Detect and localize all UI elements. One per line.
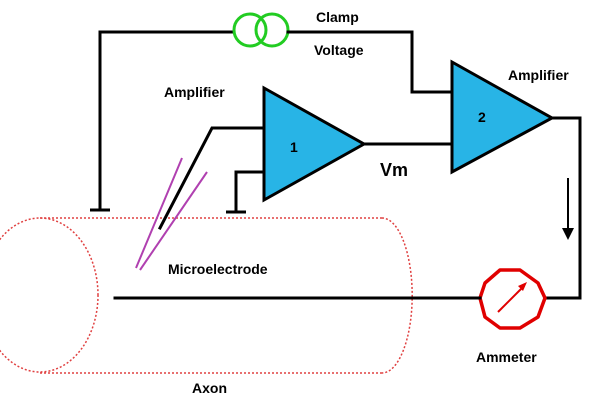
amp1-number: 1 [290,139,298,155]
voltage-label: Voltage [314,42,364,58]
ammeter-icon [478,268,547,330]
amplifier-2-label: Amplifier [508,67,569,83]
microelectrode-label: Microelectrode [168,261,268,277]
amplifier-2 [450,59,556,175]
axon-label: Axon [192,380,227,396]
down-arrow-icon [562,178,574,240]
amp1-ground-wire [234,170,266,214]
microelectrode-wire [157,126,266,231]
clamp-to-amp2-wire [286,30,454,94]
axon-cylinder [0,217,413,374]
amplifier-1 [262,85,368,203]
amp2-output-wire [543,116,582,300]
vm-label: Vm [380,160,408,180]
clamp-label: Clamp [316,9,359,25]
clamp-feedback-wire [98,30,235,212]
amplifier-1-label: Amplifier [164,84,225,100]
ammeter-label: Ammeter [476,349,537,365]
amp2-number: 2 [478,109,486,125]
microelectrode [135,157,208,271]
current-source-icon [232,12,290,48]
